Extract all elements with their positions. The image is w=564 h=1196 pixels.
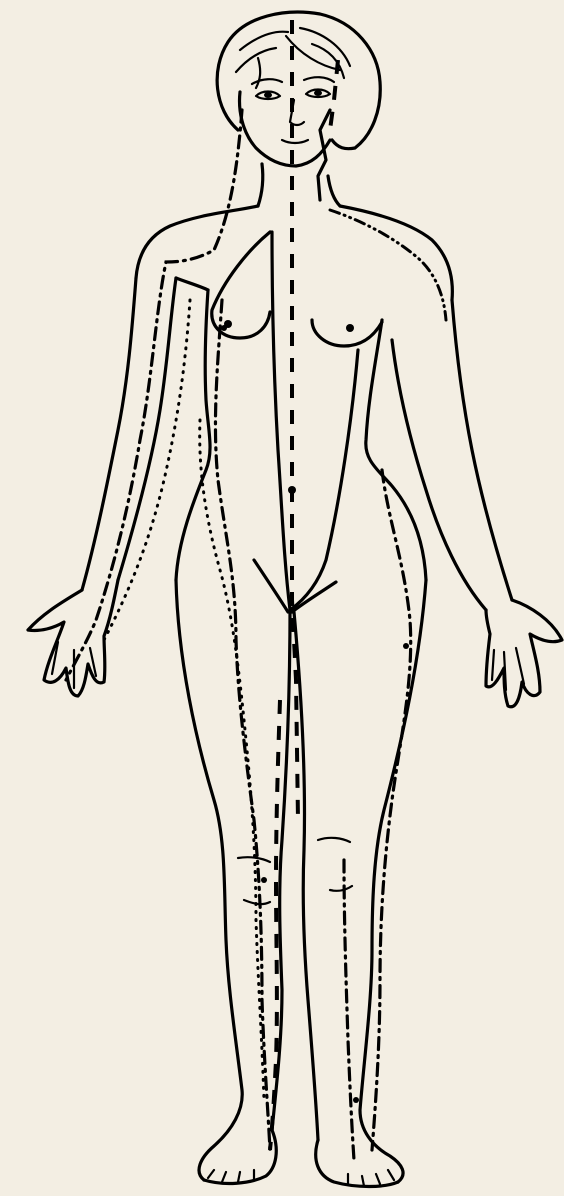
right-hand-fingers [492,648,524,690]
right-arm-inner [392,340,486,610]
left-leg-inner [272,612,290,1130]
hair-strand-right [286,28,350,78]
meridian-point [288,486,296,494]
left-armpit [176,278,208,290]
legs [176,580,426,1187]
breast-left [212,232,270,338]
torso-center-left [272,232,290,610]
right-foot [316,1140,398,1187]
left-brow [252,79,282,84]
right-brow [304,77,334,82]
meridian-point [353,1097,359,1103]
right-pupil [314,90,322,96]
nipple-right [346,324,354,332]
neck-right [328,176,340,206]
mouth [282,140,308,143]
meridian-point [403,643,409,649]
right-leg-inner [294,612,318,1140]
meridian-central [292,20,298,820]
meridian-right-inner-leg [344,860,354,1160]
face-outline [240,92,330,166]
left-toes [208,1170,254,1182]
right-arm-outer [452,300,512,600]
head [217,12,380,200]
left-pupil [264,92,272,98]
right-hand [486,600,562,707]
meridian-lines [66,20,446,1160]
meridian-point [221,325,227,331]
shoulder-left [136,206,258,278]
breast-right [312,320,382,346]
meridian-right-torso [330,210,446,320]
right-leg-outer [360,580,426,1182]
right-knee-lower [330,886,352,891]
torso [136,164,452,612]
meridian-point [261,877,267,883]
right-knee [318,838,350,842]
torso-center-right [290,350,358,610]
left-leg-outer [176,580,242,1180]
meridian-right-side [372,470,411,1150]
groin-left [254,560,288,612]
meridian-head-right [330,60,338,130]
torso-left-side [176,290,210,580]
neck-left [258,164,263,206]
left-arm-inner [118,278,176,580]
